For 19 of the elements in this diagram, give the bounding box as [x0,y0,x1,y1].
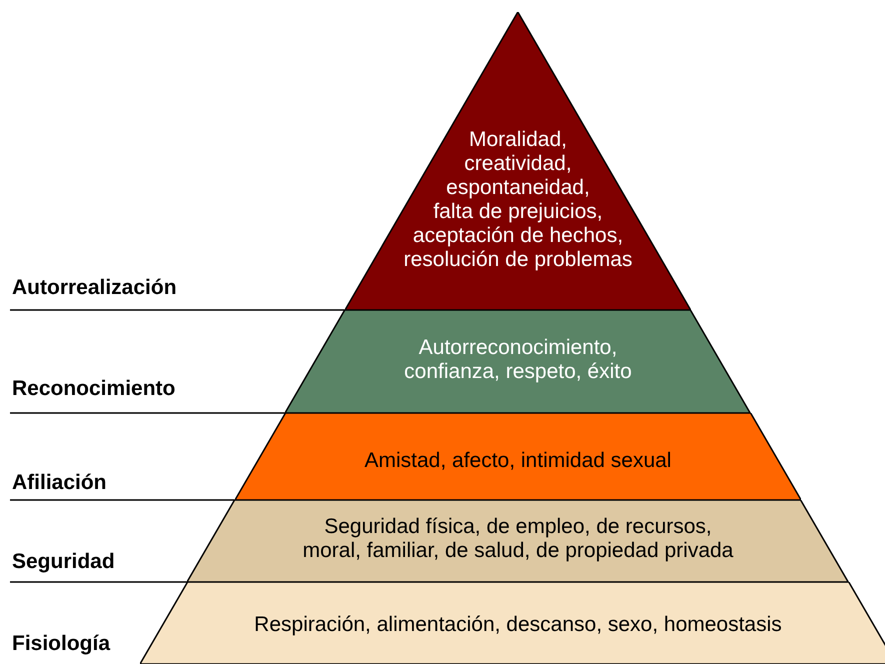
leader-line [9,412,286,414]
pyramid-tier [234,413,802,500]
level-label: Afiliación [10,471,107,500]
leader-line [9,499,235,501]
tier-text: Autorreconocimiento, confianza, respeto, éxito [403,336,633,384]
leader-line [9,581,188,583]
pyramid-apex [345,12,691,310]
level-label: Seguridad [10,550,115,582]
level-label: Autorrealización [10,276,177,310]
level-label: Fisiología [11,632,110,656]
pyramid-tier [140,582,885,664]
tier-text: Moralidad, creatividad, espontaneidad, falta de prejuicios, aceptación de hechos, resolución de problemas [404,128,632,272]
level-label: Reconocimiento [10,377,176,413]
leader-line [9,309,346,311]
tier-text: Respiración, alimentación, descanso, sexo, homeostasis [253,613,783,637]
tier-text: Seguridad física, de empleo, de recursos, moral, familiar, de salud, de propiedad privada [302,515,734,563]
pyramid-tier [187,500,849,582]
tier-text: Amistad, afecto, intimidad sexual [363,449,672,473]
pyramid-tier [285,310,751,413]
